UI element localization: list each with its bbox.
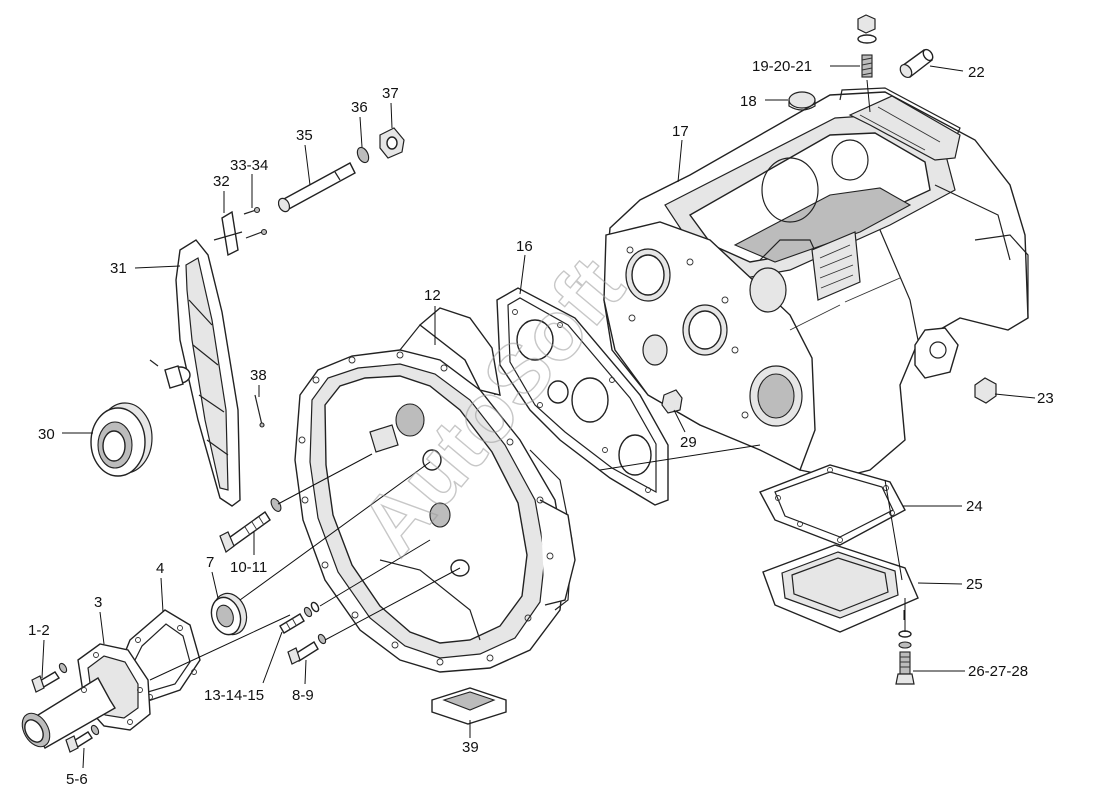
shaft-nut [379, 127, 405, 159]
callout-19-20-21: 19-20-21 [752, 58, 812, 75]
leader-lines [41, 65, 1036, 769]
dowel-pin [899, 48, 934, 79]
housing-bolt-washer [219, 498, 282, 553]
callout-23: 23 [1037, 390, 1054, 407]
callout-13-14-15: 13-14-15 [204, 687, 264, 704]
transmission-housing [603, 87, 1029, 479]
bell-housing [294, 307, 576, 673]
callout-12: 12 [424, 287, 441, 304]
housing-plug [661, 389, 683, 414]
callout-5-6: 5-6 [66, 771, 88, 788]
callout-8-9: 8-9 [292, 687, 314, 704]
oil-seal [210, 592, 248, 636]
callout-36: 36 [351, 99, 368, 116]
callout-38: 38 [250, 367, 267, 384]
callout-22: 22 [968, 64, 985, 81]
callout-24: 24 [966, 498, 983, 515]
stud-set [279, 601, 320, 634]
drain-plug [974, 377, 997, 404]
bottom-cover-gasket [759, 464, 906, 546]
callout-1-2: 1-2 [28, 622, 50, 639]
callout-29: 29 [680, 434, 697, 451]
cover-bolt-washers [895, 630, 915, 685]
front-gasket [496, 287, 669, 506]
bottom-cover [762, 544, 919, 633]
fork-clip [213, 210, 243, 257]
callout-10-11: 10-11 [230, 559, 267, 576]
inspection-cover-seal [431, 687, 507, 725]
callout-39: 39 [462, 739, 479, 756]
callout-33-34: 33-34 [230, 157, 268, 174]
callout-31: 31 [110, 260, 127, 277]
fork-screws [243, 206, 268, 239]
stud-nut-washer [857, 14, 877, 113]
callout-7: 7 [206, 554, 214, 571]
callout-3: 3 [94, 594, 102, 611]
bearing-retainer [21, 643, 151, 749]
callout-25: 25 [966, 576, 983, 593]
bolt-washer-small [287, 633, 327, 665]
retainer-bolt-upper [31, 662, 68, 693]
release-fork [149, 239, 241, 507]
callout-37: 37 [382, 85, 399, 102]
fork-pin [254, 394, 265, 428]
callout-labels: 1-2 3 4 5-6 7 8-9 10-11 12 13-14-15 16 1… [28, 58, 1054, 788]
callout-4: 4 [156, 560, 164, 577]
assembly-lines [149, 444, 906, 681]
retainer-bolt-lower [65, 724, 100, 753]
callout-32: 32 [213, 173, 230, 190]
release-bearing [90, 402, 153, 477]
callout-17: 17 [672, 123, 689, 140]
callout-35: 35 [296, 127, 313, 144]
shaft-washer [356, 146, 370, 164]
callout-18: 18 [740, 93, 757, 110]
breather-plug [788, 91, 816, 111]
callout-16: 16 [516, 238, 533, 255]
fork-shaft [277, 162, 356, 213]
callout-26-27-28: 26-27-28 [968, 663, 1028, 680]
callout-30: 30 [38, 426, 55, 443]
